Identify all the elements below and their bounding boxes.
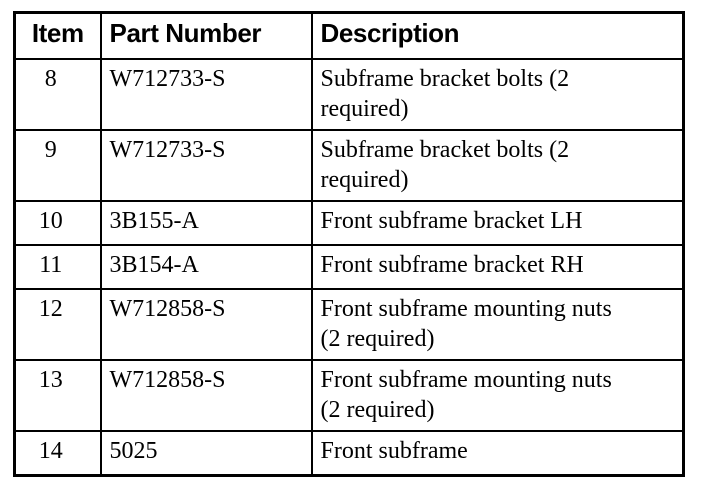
cell-description: Front subframe bracket LH [310, 200, 685, 246]
cell-item: 14 [13, 430, 102, 477]
cell-part-number: W712858-S [99, 359, 313, 432]
cell-part-number: W712733-S [99, 129, 313, 202]
cell-description: Front subframe mounting nuts (2 required) [310, 288, 685, 361]
cell-item: 12 [13, 288, 102, 361]
column-header-part-number: Part Number [99, 11, 313, 60]
description-line: Front subframe bracket LH [320, 208, 583, 234]
cell-part-number: 3B155-A [99, 200, 313, 246]
cell-item: 13 [13, 359, 102, 432]
cell-part-number: W712858-S [99, 288, 313, 361]
description-line: (2 required) [320, 397, 435, 423]
cell-description: Front subframe bracket RH [310, 244, 685, 290]
cell-item: 9 [13, 129, 102, 202]
cell-description: Subframe bracket bolts (2 required) [310, 129, 685, 202]
cell-part-number: W712733-S [99, 58, 313, 131]
description-line: required) [320, 96, 409, 122]
description-line: Front subframe mounting nuts [320, 367, 612, 393]
cell-item: 8 [13, 58, 102, 131]
column-header-item: Item [13, 11, 102, 60]
description-line: Subframe bracket bolts (2 [320, 66, 570, 92]
cell-description: Subframe bracket bolts (2 required) [310, 58, 685, 131]
cell-item: 11 [13, 244, 102, 290]
cell-description: Front subframe [310, 430, 685, 477]
cell-part-number: 5025 [99, 430, 313, 477]
table-header: Item Part Number Description [13, 11, 685, 60]
cell-item: 10 [13, 200, 102, 246]
description-line: required) [320, 167, 409, 193]
header-row: Item Part Number Description [13, 11, 685, 60]
description-line: Front subframe bracket RH [320, 252, 584, 278]
cell-description: Front subframe mounting nuts (2 required) [310, 359, 685, 432]
description-line: Front subframe [320, 438, 468, 464]
description-line: (2 required) [320, 326, 435, 352]
description-line: Subframe bracket bolts (2 [320, 137, 570, 163]
cell-part-number: 3B154-A [99, 244, 313, 290]
column-header-description: Description [310, 11, 685, 60]
description-line: Front subframe mounting nuts [320, 296, 612, 322]
